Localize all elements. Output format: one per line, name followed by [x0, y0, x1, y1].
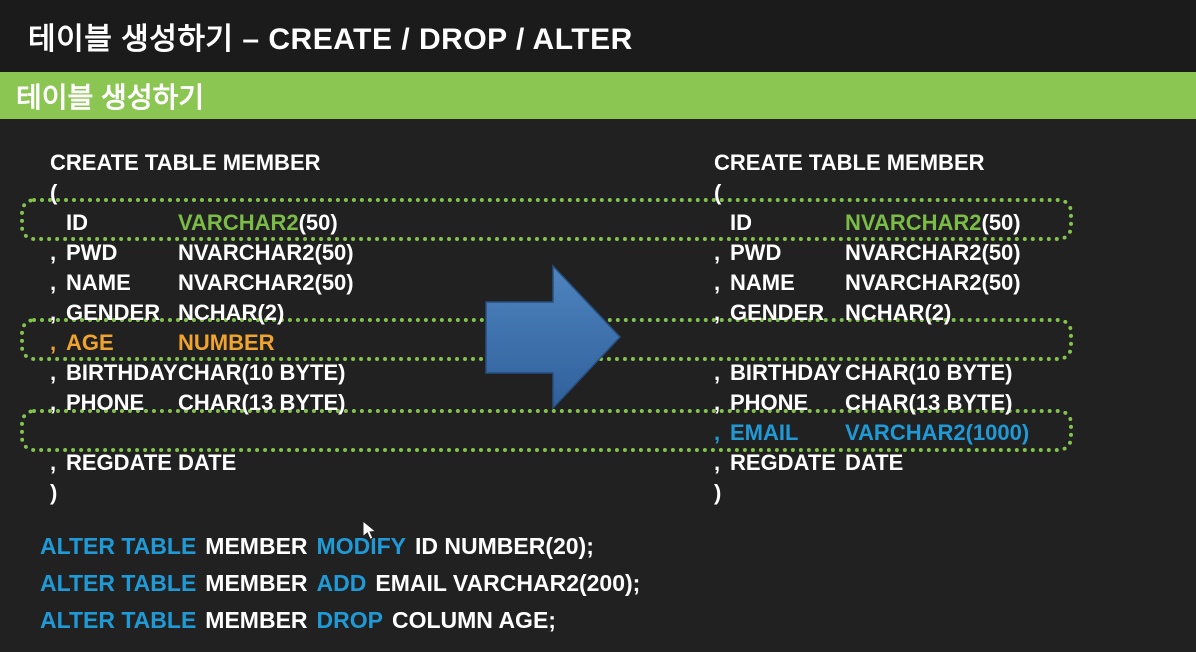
comma: , — [714, 270, 721, 295]
column-name: ID — [730, 210, 752, 235]
left-row-gender: , GENDER NCHAR(2) — [50, 298, 284, 328]
column-name: NAME — [66, 270, 131, 295]
right-row-id: ID NVARCHAR2(50) — [714, 208, 1021, 238]
column-type: NVARCHAR2(50) — [845, 270, 1021, 295]
right-row-gender: , GENDER NCHAR(2) — [714, 298, 951, 328]
column-type: NVARCHAR2(50) — [178, 270, 354, 295]
sql-object: MEMBER — [205, 606, 308, 633]
left-row-phone: , PHONE CHAR(13 BYTE) — [50, 388, 345, 418]
sql-text: ) — [50, 480, 58, 505]
sql-keyword: ALTER TABLE — [40, 606, 197, 633]
column-name: NAME — [730, 270, 795, 295]
column-name: PHONE — [66, 390, 145, 415]
comma: , — [50, 240, 57, 265]
alter-statement-add: ALTER TABLE MEMBER ADD EMAIL VARCHAR2(20… — [40, 569, 640, 597]
sql-text: ID NUMBER(20); — [414, 532, 594, 559]
left-open-paren: ( — [50, 178, 57, 208]
column-name: PWD — [730, 240, 782, 265]
comma: , — [50, 330, 57, 355]
right-open-paren: ( — [714, 178, 721, 208]
comma: , — [714, 300, 721, 325]
column-name: GENDER — [66, 300, 161, 325]
sql-object: MEMBER — [205, 569, 308, 596]
left-row-regdate: , REGDATE DATE — [50, 448, 236, 478]
section-header-label: 테이블 생성하기 — [16, 81, 205, 113]
right-row-pwd: , PWD NVARCHAR2(50) — [714, 238, 1021, 268]
column-type: NCHAR(2) — [178, 300, 285, 325]
column-type: VARCHAR2(1000) — [845, 420, 1030, 445]
left-row-birthday: , BIRTHDAY CHAR(10 BYTE) — [50, 358, 345, 388]
column-type-size: (50) — [298, 210, 338, 235]
mouse-cursor-icon — [362, 520, 377, 540]
column-name: REGDATE — [730, 450, 836, 475]
comma: , — [714, 450, 721, 475]
comma: , — [50, 450, 57, 475]
comma: , — [714, 360, 721, 385]
sql-text: ( — [714, 180, 722, 205]
comma: , — [50, 300, 57, 325]
sql-keyword: ADD — [316, 569, 367, 596]
column-type: NVARCHAR2(50) — [845, 240, 1021, 265]
sql-object: MEMBER — [205, 532, 308, 559]
column-name: AGE — [66, 330, 114, 355]
column-type-keyword: NVARCHAR2 — [845, 210, 982, 235]
column-name: BIRTHDAY — [730, 360, 842, 385]
column-type: CHAR(13 BYTE) — [845, 390, 1013, 415]
sql-text: COLUMN AGE; — [391, 606, 556, 633]
sql-keyword: ALTER TABLE — [40, 532, 197, 559]
sql-text: CREATE TABLE MEMBER — [50, 150, 321, 175]
right-row-email: , EMAIL VARCHAR2(1000) — [714, 418, 1029, 448]
column-type: NVARCHAR2(50) — [178, 240, 354, 265]
sql-text: EMAIL VARCHAR2(200); — [375, 569, 641, 596]
alter-statement-modify: ALTER TABLE MEMBER MODIFY ID NUMBER(20); — [40, 532, 594, 560]
column-type: NUMBER — [178, 330, 275, 355]
column-type: CHAR(10 BYTE) — [845, 360, 1013, 385]
right-row-regdate: , REGDATE DATE — [714, 448, 903, 478]
sql-keyword: ALTER TABLE — [40, 569, 197, 596]
column-name: GENDER — [730, 300, 825, 325]
highlight-box-email-row — [20, 409, 1073, 452]
left-code-header: CREATE TABLE MEMBER — [50, 148, 321, 178]
section-header: 테이블 생성하기 — [0, 72, 1196, 119]
comma: , — [50, 390, 57, 415]
right-close-paren: ) — [714, 478, 721, 508]
column-name: EMAIL — [730, 420, 799, 445]
comma: , — [50, 360, 57, 385]
column-name: BIRTHDAY — [66, 360, 178, 385]
highlight-box-id-row — [20, 198, 1073, 241]
title-bar: 테이블 생성하기 – CREATE / DROP / ALTER — [0, 0, 1196, 72]
column-name: PHONE — [730, 390, 809, 415]
left-row-id: ID VARCHAR2(50) — [50, 208, 338, 238]
column-name: REGDATE — [66, 450, 172, 475]
comma: , — [50, 270, 57, 295]
right-row-phone: , PHONE CHAR(13 BYTE) — [714, 388, 1012, 418]
left-row-pwd: , PWD NVARCHAR2(50) — [50, 238, 354, 268]
column-name: PWD — [66, 240, 118, 265]
column-type: CHAR(10 BYTE) — [178, 360, 346, 385]
left-row-age: , AGE NUMBER — [50, 328, 275, 358]
comma: , — [714, 420, 721, 445]
sql-text: ) — [714, 480, 722, 505]
column-type: DATE — [845, 450, 904, 475]
column-name: ID — [66, 210, 88, 235]
left-close-paren: ) — [50, 478, 57, 508]
comma: , — [714, 390, 721, 415]
sql-keyword: DROP — [316, 606, 383, 633]
column-type-keyword: VARCHAR2 — [178, 210, 299, 235]
column-type: NCHAR(2) — [845, 300, 952, 325]
alter-statement-drop: ALTER TABLE MEMBER DROP COLUMN AGE; — [40, 606, 556, 634]
page-title: 테이블 생성하기 – CREATE / DROP / ALTER — [28, 23, 633, 56]
column-type: CHAR(13 BYTE) — [178, 390, 346, 415]
right-row-birthday: , BIRTHDAY CHAR(10 BYTE) — [714, 358, 1012, 388]
right-code-header: CREATE TABLE MEMBER — [714, 148, 985, 178]
left-row-name: , NAME NVARCHAR2(50) — [50, 268, 354, 298]
column-type-size: (50) — [981, 210, 1021, 235]
comma: , — [714, 240, 721, 265]
column-type: DATE — [178, 450, 237, 475]
sql-keyword: MODIFY — [316, 532, 406, 559]
right-arrow-icon — [485, 264, 622, 410]
right-row-name: , NAME NVARCHAR2(50) — [714, 268, 1021, 298]
sql-text: CREATE TABLE MEMBER — [714, 150, 985, 175]
sql-text: ( — [50, 180, 58, 205]
